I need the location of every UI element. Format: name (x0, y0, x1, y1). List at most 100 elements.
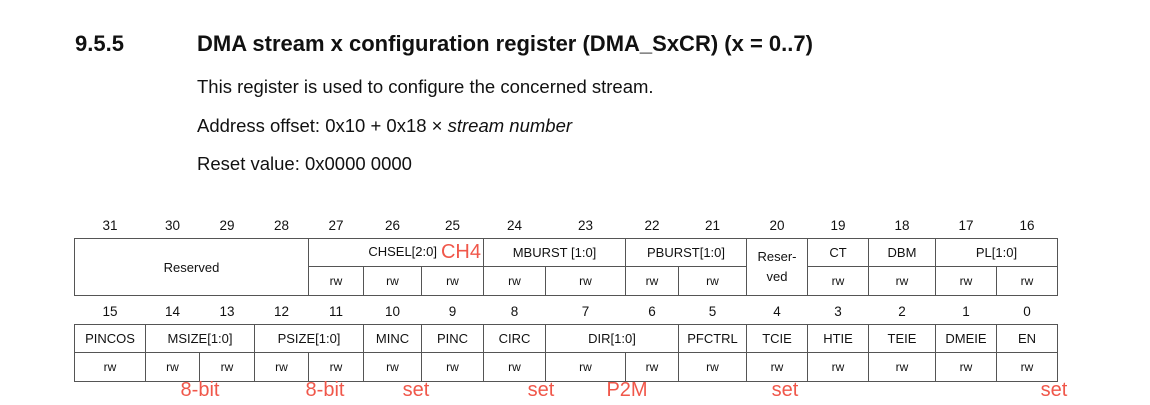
field-teie: TEIE (868, 324, 936, 353)
bit-number: 10 (384, 303, 401, 319)
annotation: set (527, 379, 555, 401)
bit-number: 13 (219, 303, 235, 319)
field-reserved-bit20: Reser-ved (746, 238, 808, 296)
field-minc: MINC (363, 324, 422, 353)
bit-number: 15 (102, 303, 118, 319)
bit-number: 2 (898, 303, 906, 319)
annotation: set (402, 379, 430, 401)
bit-number: 17 (958, 217, 974, 233)
bit-number: 29 (219, 217, 235, 233)
access-rw: rw (545, 352, 626, 382)
bit-number: 22 (644, 217, 660, 233)
access-rw: rw (625, 266, 679, 296)
field-ct: CT (807, 238, 869, 267)
access-rw: rw (363, 352, 422, 382)
field-pinc: PINC (421, 324, 484, 353)
access-rw: rw (935, 266, 997, 296)
access-rw: rw (74, 352, 146, 382)
access-rw: rw (678, 266, 747, 296)
reset-value: Reset value: 0x0000 0000 (197, 153, 412, 174)
field-dir: DIR[1:0] (545, 324, 679, 353)
access-rw: rw (807, 266, 869, 296)
access-rw: rw (807, 352, 869, 382)
register-table-upper: 31 30 29 28 27 26 25 24 23 22 21 20 19 18 17 16 Reserve… (74, 212, 1058, 296)
bit-number: 14 (164, 303, 181, 319)
field-dmeie: DMEIE (935, 324, 997, 353)
field-en: EN (996, 324, 1058, 353)
bit-number: 3 (834, 303, 842, 319)
bit-number: 19 (830, 217, 846, 233)
bit-number: 24 (506, 217, 523, 233)
access-rw: rw (868, 266, 936, 296)
access-rw: rw (746, 352, 808, 382)
field-reserved: Reserved (74, 238, 309, 296)
access-rw: rw (421, 266, 484, 296)
access-rw: rw (868, 352, 936, 382)
access-rw: rw (483, 266, 546, 296)
bit-number: 25 (444, 217, 461, 233)
section-number: 9.5.5 (75, 31, 124, 56)
field-psize: PSIZE[1:0] (254, 324, 364, 353)
address-offset-italic: stream number (447, 115, 573, 136)
access-rw: rw (678, 352, 747, 382)
bit-number: 31 (102, 217, 118, 233)
field-pl: PL[1:0] (935, 238, 1058, 267)
bit-number: 11 (328, 303, 343, 319)
access-rw: rw (996, 266, 1058, 296)
field-pburst: PBURST[1:0] (625, 238, 747, 267)
chsel-label: CHSEL[2:0] (368, 244, 437, 259)
access-rw: rw (199, 352, 255, 382)
field-pincos: PINCOS (74, 324, 146, 353)
bit-number: 7 (581, 303, 590, 319)
bit-number: 9 (448, 303, 457, 319)
access-rw: rw (145, 352, 200, 382)
annotation: 8-bit (305, 379, 345, 401)
bit-number: 0 (1023, 303, 1031, 319)
bit-number: 12 (273, 303, 290, 319)
annotation: set (1040, 379, 1068, 401)
field-circ: CIRC (483, 324, 546, 353)
address-offset-label: Address offset: 0x10 + 0x18 × (197, 115, 448, 136)
field-msize: MSIZE[1:0] (145, 324, 255, 353)
bit-number: 8 (510, 303, 519, 319)
annotation: set (771, 379, 799, 401)
bit-number: 26 (384, 217, 401, 233)
field-mburst: MBURST [1:0] (483, 238, 626, 267)
bit-number: 23 (577, 217, 594, 233)
reserved-line2: ved (766, 269, 788, 284)
annotation: P2M (606, 379, 648, 401)
access-rw: rw (308, 352, 364, 382)
bit-number: 18 (894, 217, 910, 233)
bit-number: 28 (273, 217, 290, 233)
field-dbm: DBM (868, 238, 936, 267)
field-pfctrl: PFCTRL (678, 324, 747, 353)
description: This register is used to configure the c… (197, 76, 654, 97)
access-rw: rw (996, 352, 1058, 382)
bit-number: 16 (1019, 217, 1035, 233)
annotation: 8-bit (180, 379, 220, 401)
bit-number: 27 (328, 217, 344, 233)
access-rw: rw (363, 266, 422, 296)
access-rw: rw (935, 352, 997, 382)
chsel-annotation: CH4 (440, 241, 481, 263)
access-rw: rw (421, 352, 484, 382)
field-tcie: TCIE (746, 324, 808, 353)
access-rw: rw (483, 352, 546, 382)
bit-number: 21 (704, 217, 721, 233)
field-chsel: CHSEL[2:0]CH4 (308, 238, 484, 267)
access-rw: rw (308, 266, 364, 296)
section-title: DMA stream x configuration register (DMA… (197, 31, 813, 56)
bit-number: 5 (708, 303, 717, 319)
field-htie: HTIE (807, 324, 869, 353)
address-offset: Address offset: 0x10 + 0x18 × stream num… (197, 115, 572, 137)
bit-number: 20 (769, 217, 785, 233)
access-rw: rw (625, 352, 679, 382)
bit-number: 30 (164, 217, 181, 233)
bit-number: 6 (648, 303, 656, 319)
access-rw: rw (545, 266, 626, 296)
bit-number: 4 (773, 303, 781, 319)
reserved-line1: Reser- (757, 249, 797, 264)
bit-number: 1 (962, 303, 970, 319)
access-rw: rw (254, 352, 309, 382)
